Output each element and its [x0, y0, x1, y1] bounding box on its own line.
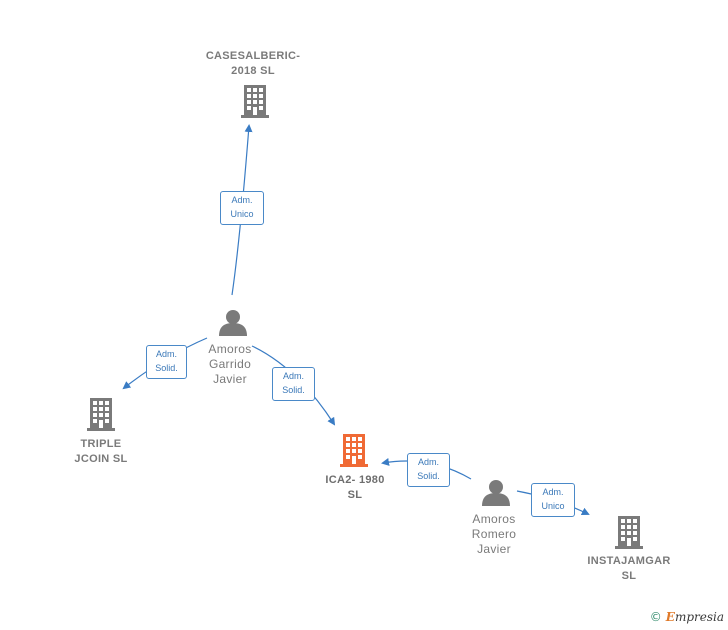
company-name-line2: 2018 SL [231, 65, 275, 77]
company-casesalberic-label[interactable]: CASESALBERIC- 2018 SL [193, 49, 313, 79]
company-name-line1: TRIPLE [80, 438, 122, 450]
empresia-logo: ©Empresia [650, 610, 724, 624]
edge-label-line1: Adm. [282, 371, 304, 381]
person-name-line2: Romero [471, 527, 517, 541]
brand-name: mpresia [674, 610, 724, 624]
building-icon[interactable] [241, 85, 269, 118]
edge-label-line1: Adm. [542, 487, 564, 497]
person-name-line3: Javier [213, 372, 247, 386]
company-name-line2: JCOIN SL [74, 453, 128, 465]
building-icon[interactable] [615, 516, 643, 549]
person-romero-label[interactable]: Amoros Romero Javier [444, 512, 544, 557]
edge-label-line2: Solid. [155, 363, 178, 373]
edge-label-line1: Adm. [417, 457, 439, 467]
edge-label-line2: Unico [230, 209, 254, 219]
edge-label-line2: Solid. [282, 385, 305, 395]
building-icon[interactable] [87, 398, 115, 431]
person-icon[interactable] [482, 480, 510, 506]
person-name-line3: Javier [477, 542, 511, 556]
edge-line-garrido-casesalberic [231, 124, 253, 296]
person-name-line1: Amoros [472, 512, 516, 526]
building-icon[interactable] [340, 434, 368, 467]
brand-initial: E [665, 610, 675, 624]
edge-label-adm-solid[interactable]: Adm. Solid. [272, 367, 315, 401]
company-name-line1: INSTAJAMGAR [587, 555, 671, 567]
company-instajamgar-label[interactable]: INSTAJAMGAR SL [569, 554, 689, 584]
company-ica2-label[interactable]: ICA2- 1980 SL [295, 473, 415, 503]
person-name-line2: Garrido [208, 357, 252, 371]
person-garrido-label[interactable]: Amoros Garrido Javier [180, 342, 280, 387]
edge-label-line2: Unico [541, 501, 565, 511]
edge-label-adm-solid[interactable]: Adm. Solid. [146, 345, 187, 379]
company-name-line1: ICA2- 1980 [325, 474, 385, 486]
company-triple-label[interactable]: TRIPLE JCOIN SL [41, 437, 161, 467]
edge-label-adm-unico[interactable]: Adm. Unico [220, 191, 264, 225]
edge-label-line1: Adm. [231, 195, 253, 205]
company-name-line2: SL [621, 570, 637, 582]
company-name-line2: SL [347, 489, 363, 501]
edge-label-line1: Adm. [155, 349, 177, 359]
edge-label-adm-solid[interactable]: Adm. Solid. [407, 453, 450, 487]
person-icon[interactable] [219, 310, 247, 336]
edge-label-adm-unico[interactable]: Adm. Unico [531, 483, 575, 517]
company-name-line1: CASESALBERIC- [205, 50, 301, 62]
edge-label-line2: Solid. [417, 471, 440, 481]
copyright-icon: © [649, 610, 662, 624]
person-name-line1: Amoros [208, 342, 252, 356]
